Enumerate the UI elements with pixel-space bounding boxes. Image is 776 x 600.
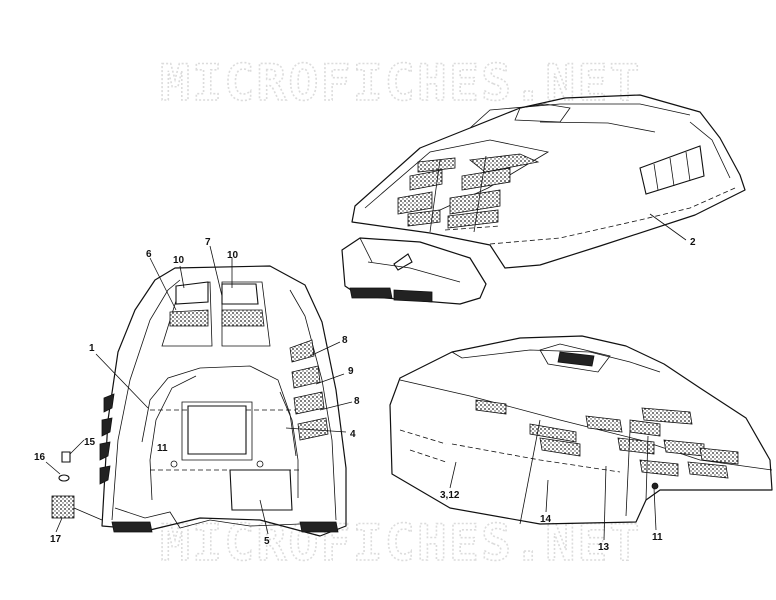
callout-labels: 2 1 6 7 10 10 8 9 8 4 11 5 15 16 17 3,12…	[34, 237, 696, 553]
callout-16: 16	[34, 452, 46, 463]
fastener-part-11	[651, 482, 659, 490]
hood-assembly-top	[351, 94, 746, 269]
callout-10-right: 10	[227, 250, 239, 261]
hood-front-panel	[341, 237, 487, 305]
hood-front-view	[99, 265, 347, 537]
watermark-bottom: MICROFICHES.NET	[160, 514, 642, 572]
callout-15: 15	[84, 437, 96, 448]
callout-14: 14	[540, 514, 552, 525]
callout-9: 9	[348, 366, 354, 377]
callout-3-12: 3,12	[440, 490, 460, 501]
screw-part-15	[61, 451, 71, 463]
callout-13: 13	[598, 542, 610, 553]
hood-assembly-bottom	[389, 335, 773, 525]
callout-11-left: 11	[157, 443, 168, 454]
callout-11-right: 11	[652, 532, 663, 543]
callout-6: 6	[146, 249, 152, 260]
callout-4: 4	[350, 429, 356, 440]
leader-lines	[45, 245, 657, 541]
grommet-part-17	[51, 495, 75, 519]
fastener-parts	[51, 451, 103, 521]
callout-17: 17	[50, 534, 62, 545]
callout-5: 5	[264, 536, 270, 547]
callout-2: 2	[690, 237, 696, 248]
callout-7: 7	[205, 237, 211, 248]
watermark-top: MICROFICHES.NET	[160, 54, 642, 112]
callout-1: 1	[89, 343, 95, 354]
callout-8-upper: 8	[342, 335, 348, 346]
callout-8-lower: 8	[354, 396, 360, 407]
washer-part-16	[58, 474, 70, 482]
callout-10-left: 10	[173, 255, 185, 266]
